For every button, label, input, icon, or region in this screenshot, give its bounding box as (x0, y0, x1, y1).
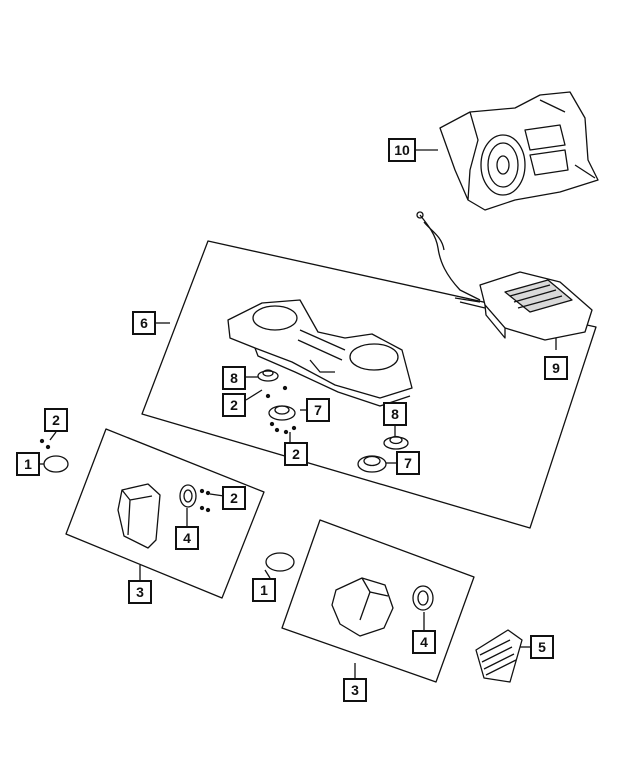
speaker-part-7-lower (357, 455, 387, 473)
callout-6: 6 (132, 311, 156, 335)
callout-3-right: 3 (343, 678, 367, 702)
callout-1-left: 1 (16, 452, 40, 476)
callout-5: 5 (530, 635, 554, 659)
callout-10: 10 (388, 138, 416, 162)
tweeter-part-4-right (412, 585, 434, 611)
speaker-enclosure-part-3-right (331, 577, 394, 637)
leader-2a (245, 389, 263, 401)
fasteners-part-2-frame6 (265, 385, 297, 435)
callout-2-upper: 2 (222, 393, 246, 417)
callout-7-lower: 7 (396, 451, 420, 475)
speaker-bar-part-6 (227, 299, 413, 407)
subwoofer-enclosure-part-10 (439, 91, 599, 211)
group-frame-3-left (65, 428, 265, 599)
callout-1-middle: 1 (252, 578, 276, 602)
leader-2c (49, 431, 57, 441)
grille-part-1-left (43, 455, 69, 473)
speaker-part-8-lower (383, 435, 409, 450)
callout-8-upper: 8 (222, 366, 246, 390)
callout-8-lower: 8 (383, 402, 407, 426)
callout-4-left: 4 (175, 526, 199, 550)
tweeter-part-4-left (179, 484, 197, 508)
screws-part-2-left (39, 438, 51, 450)
speaker-part-7-upper (268, 405, 296, 421)
callout-3-left: 3 (128, 580, 152, 604)
leader-1b (264, 569, 271, 579)
callout-9: 9 (544, 356, 568, 380)
callout-2-left: 2 (44, 408, 68, 432)
speaker-enclosure-part-3-left (117, 483, 161, 549)
callout-7-upper: 7 (306, 398, 330, 422)
speaker-part-8-upper (257, 369, 279, 382)
screws-part-2-frame3 (199, 488, 211, 513)
group-frame-6 (141, 240, 597, 529)
callout-4-right: 4 (412, 630, 436, 654)
leader-2d (209, 493, 225, 497)
module-part-5 (475, 629, 523, 683)
group-frame-3-right (281, 519, 475, 683)
amplifier-part-9 (416, 211, 593, 341)
callout-2-lower: 2 (284, 442, 308, 466)
callout-2-frame3: 2 (222, 486, 246, 510)
grille-part-1-middle (265, 552, 295, 572)
